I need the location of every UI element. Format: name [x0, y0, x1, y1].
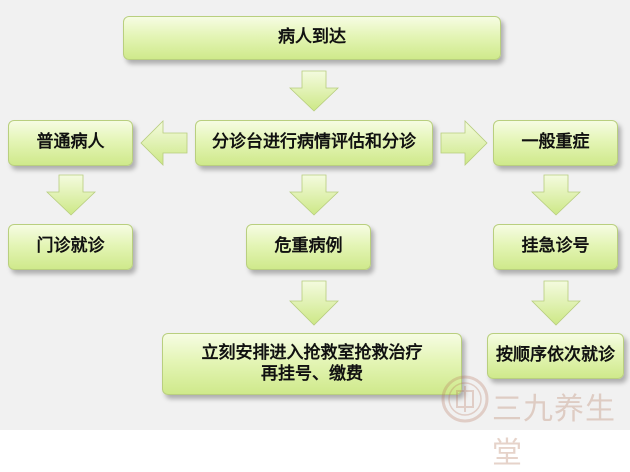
watermark-seal-logo — [441, 375, 489, 423]
node-critical-case-label: 危重病例 — [274, 236, 343, 257]
node-triage-assessment: 分诊台进行病情评估和分诊 — [195, 120, 433, 166]
arrow-right-triage-to-severe — [440, 120, 488, 166]
node-normal-patient-label: 普通病人 — [36, 132, 105, 153]
node-severe-case: 一般重症 — [493, 120, 618, 166]
arrow-down-critical-to-rescue — [289, 280, 339, 326]
node-critical-case: 危重病例 — [246, 224, 371, 270]
arrow-down-triage-to-critical — [289, 174, 339, 216]
node-rescue-treatment-line2: 再挂号、缴费 — [261, 364, 363, 384]
node-patient-arrival-label: 病人到达 — [278, 27, 346, 48]
watermark-brand-text: 三九养生堂 — [492, 392, 616, 471]
arrow-down-normal-to-outpatient — [46, 174, 96, 216]
node-normal-patient: 普通病人 — [8, 120, 133, 166]
arrow-down-urgent-to-sequential — [531, 280, 581, 326]
arrow-down-severe-to-urgent — [531, 174, 581, 216]
node-urgent-registration: 挂急诊号 — [493, 224, 618, 270]
node-sequential-visit-label: 按顺序依次就诊 — [496, 345, 615, 366]
node-outpatient: 门诊就诊 — [8, 224, 133, 270]
arrow-down-arrival-to-triage — [289, 70, 339, 112]
node-sequential-visit: 按顺序依次就诊 — [487, 333, 624, 379]
node-patient-arrival: 病人到达 — [123, 16, 501, 60]
node-rescue-treatment: 立刻安排进入抢救室抢救治疗 再挂号、缴费 — [162, 333, 462, 395]
node-urgent-registration-label: 挂急诊号 — [521, 236, 590, 257]
node-rescue-treatment-line1: 立刻安排进入抢救室抢救治疗 — [201, 342, 423, 363]
node-severe-case-label: 一般重症 — [521, 132, 590, 153]
node-triage-assessment-label: 分诊台进行病情评估和分诊 — [212, 132, 416, 153]
node-outpatient-label: 门诊就诊 — [36, 236, 105, 257]
arrow-left-triage-to-normal — [140, 120, 188, 166]
